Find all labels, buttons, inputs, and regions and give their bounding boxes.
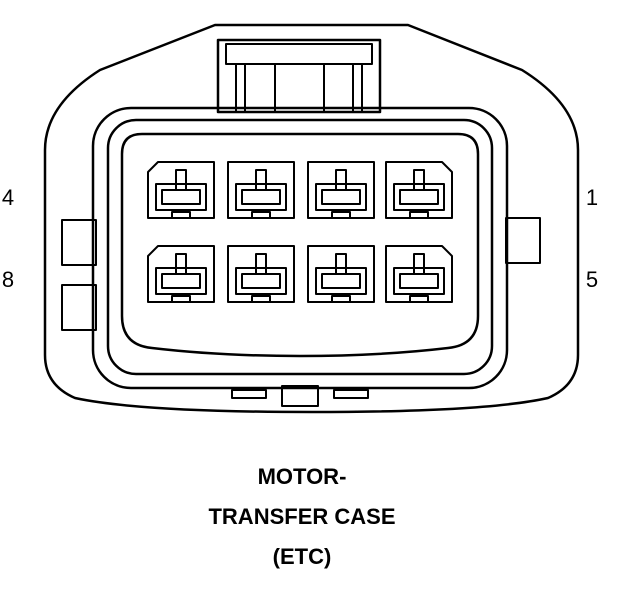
terminal-cavity-1 bbox=[385, 161, 453, 219]
locking-latch bbox=[216, 38, 382, 114]
inner-frame-outer bbox=[91, 106, 509, 390]
pin-label-5: 5 bbox=[586, 267, 598, 292]
terminal-cavity-2 bbox=[307, 161, 375, 219]
caption-line-3: (ETC) bbox=[273, 544, 332, 569]
terminal-cavity-3 bbox=[227, 161, 295, 219]
terminal-cavity-6 bbox=[307, 245, 375, 303]
inner-frame-cavity bbox=[120, 132, 480, 358]
bottom-keys bbox=[231, 385, 369, 407]
terminal-cavity-8 bbox=[147, 245, 215, 303]
terminal-cavities bbox=[147, 161, 453, 303]
pin-label-4: 4 bbox=[2, 185, 14, 210]
right-side-tabs bbox=[505, 217, 541, 264]
pin-label-1: 1 bbox=[586, 185, 598, 210]
pin-label-8: 8 bbox=[2, 267, 14, 292]
terminal-cavity-4 bbox=[147, 161, 215, 219]
connector-housing-outline bbox=[43, 23, 580, 414]
caption-line-1: MOTOR- bbox=[258, 464, 347, 489]
caption-line-2: TRANSFER CASE bbox=[208, 504, 395, 529]
terminal-cavity-7 bbox=[227, 245, 295, 303]
inner-frame-middle bbox=[106, 118, 494, 376]
terminal-cavity-5 bbox=[385, 245, 453, 303]
left-side-tabs bbox=[61, 219, 97, 331]
